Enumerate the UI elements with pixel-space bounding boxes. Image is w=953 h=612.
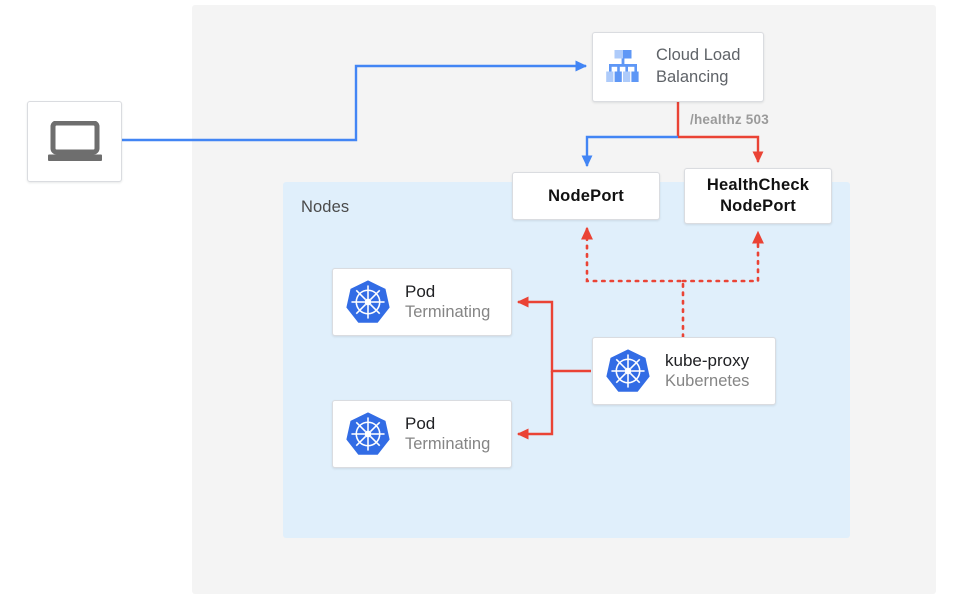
healthcheck-nodeport-card[interactable]: HealthCheck NodePort [684,168,832,224]
cloud-load-balancing-icon [606,50,639,82]
pod-1-title: Pod [405,281,436,301]
pod-2-title: Pod [405,413,436,433]
nodeport-label: NodePort [548,186,624,207]
pod-2-status: Terminating [405,435,491,454]
kube-proxy-text: kube-proxy Kubernetes [665,350,749,393]
client-device-card[interactable] [27,101,122,182]
nodes-panel-label: Nodes [301,198,350,216]
kube-proxy-subtitle: Kubernetes [665,372,750,391]
pod-1-status: Terminating [405,303,491,322]
nodeport-card[interactable]: NodePort [512,172,660,220]
kube-proxy-card[interactable]: kube-proxy Kubernetes [592,337,776,405]
cloud-load-balancing-label-line1: Cloud Load [656,46,741,65]
nodeport-label-line1: NodePort [548,186,624,205]
cloud-load-balancing-label-line2: Balancing [656,68,729,86]
healthcheck-nodeport-label-line2: NodePort [720,197,796,215]
healthz-edge-label: /healthz 503 [690,112,769,127]
kubernetes-icon [606,349,650,392]
pod-2-text: Pod Terminating [405,413,490,456]
cloud-load-balancing-card[interactable]: Cloud Load Balancing [592,32,764,102]
kubernetes-icon [346,412,390,455]
healthcheck-nodeport-label-line1: HealthCheck [706,176,810,195]
pod-card-2[interactable]: Pod Terminating [332,400,512,468]
cloud-load-balancing-label: Cloud Load Balancing [656,45,740,89]
kube-proxy-title: kube-proxy [665,350,750,370]
healthcheck-nodeport-label: HealthCheck NodePort [707,175,809,217]
kubernetes-icon [346,280,390,323]
pod-1-text: Pod Terminating [405,281,490,324]
laptop-icon [47,120,102,161]
pod-card-1[interactable]: Pod Terminating [332,268,512,336]
